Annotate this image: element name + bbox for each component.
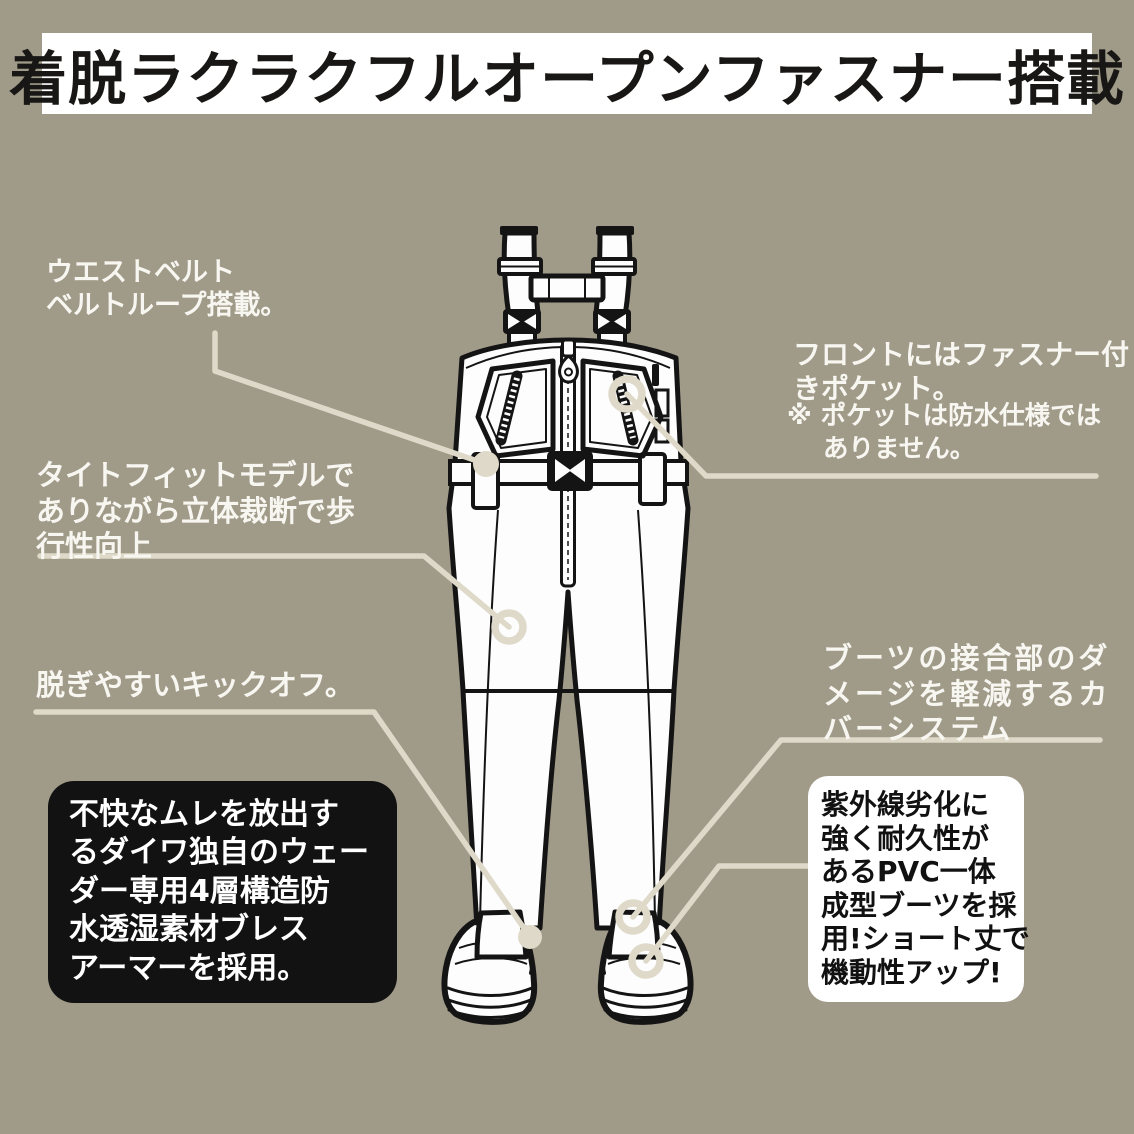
callout-line-tight-fit (37, 553, 512, 630)
boots (441, 909, 694, 1025)
suspender-buckle-right (593, 309, 631, 334)
pocket-right (580, 358, 664, 459)
suspenders (497, 226, 637, 346)
callout-line-front-pocket (624, 391, 1099, 479)
annotation-line: ベルトループ搭載。 (46, 290, 288, 322)
feature-line: 成型ブーツを採 (821, 888, 1017, 922)
callout-line-waist-belt (212, 330, 489, 467)
callout-ring-boot-joint (615, 899, 651, 935)
suspender-buckle-left (503, 309, 541, 334)
annotation-line: ありません。 (823, 434, 976, 465)
annotation-line: ブーツの接合部のダ (823, 641, 1111, 675)
feature-box-pvc-boots: 紫外線劣化に 強く耐久性が あるPVC一体 成型ブーツを採 用!ショート丈で 機… (808, 776, 1030, 1002)
annotation-waist-belt: ウエストベルト ベルトループ搭載。 (46, 256, 287, 323)
chest-crossbar (528, 273, 606, 303)
feature-line: あるPVC一体 (821, 855, 996, 889)
annotation-tight-fit: タイトフィットモデルで ありながら立体裁断で歩 行性向上 (36, 458, 355, 565)
annotation-kickoff: 脱ぎやすいキックオフ。 (36, 668, 354, 703)
annotation-front-pocket: フロントにはファスナー付 きポケット。 (793, 338, 1129, 406)
side-dring-tab (652, 364, 659, 386)
callout-ring-thigh (491, 609, 527, 645)
feature-line: 強く耐久性が (821, 821, 990, 855)
callout-dot-belt-loop (473, 451, 499, 477)
feature-line: るダイワ独自のウェー (69, 835, 369, 871)
annotation-line: フロントにはファスナー付 (793, 338, 1130, 371)
callout-ring-pvc-boot (628, 943, 664, 979)
annotation-line: きポケット。 (793, 372, 961, 406)
feature-line: ダー専用4層構造防 (69, 873, 330, 909)
feature-line: 不快なムレを放出す (69, 797, 339, 832)
feature-box-breathable: 不快なムレを放出す るダイワ独自のウェー ダー専用4層構造防 水透湿素材ブレス … (48, 781, 397, 1003)
strap-end-right (596, 226, 634, 235)
title-text: 着脱ラクラクフルオープンファスナー搭載 (9, 44, 1125, 113)
callout-line-kickoff (33, 709, 533, 940)
feature-line: 用!ショート丈で (821, 922, 1030, 956)
belt-loop-right (638, 452, 667, 506)
annotation-line: タイトフィットモデルで (36, 458, 355, 492)
strap-end-left (500, 226, 538, 235)
annotation-line: ※ ポケットは防水仕様では (787, 401, 1102, 431)
annotation-line: メージを軽減するカ (823, 676, 1111, 711)
annotation-boot-joint: ブーツの接合部のダ メージを軽減するカ バーシステム (823, 641, 1110, 748)
annotation-line: 行性向上 (36, 529, 153, 564)
callout-line-boot-joint (630, 737, 1103, 920)
feature-line: アーマーを採用。 (69, 950, 308, 986)
title-banner: 着脱ラクラクフルオープンファスナー搭載 (9, 33, 1124, 114)
annotation-line: ありながら立体裁断で歩 (36, 493, 356, 528)
annotation-line: 脱ぎやすいキックオフ。 (36, 668, 354, 702)
annotation-line: バーシステム (823, 712, 1014, 747)
zipper-slider (561, 338, 576, 358)
callout-lines (33, 330, 1103, 979)
annotation-line: ウエストベルト (46, 257, 235, 288)
feature-line: 機動性アップ! (821, 955, 1002, 989)
callout-line-pvc-boots (643, 863, 811, 964)
feature-line: 水透湿素材ブレス (69, 912, 309, 948)
pocket-left (475, 358, 556, 459)
feature-line: 紫外線劣化に (821, 788, 990, 821)
callout-ring-pocket (608, 375, 646, 413)
callout-dot-heel (518, 925, 542, 949)
annotation-pocket-note: ※ ポケットは防水仕様では ありません。 (787, 400, 1101, 466)
